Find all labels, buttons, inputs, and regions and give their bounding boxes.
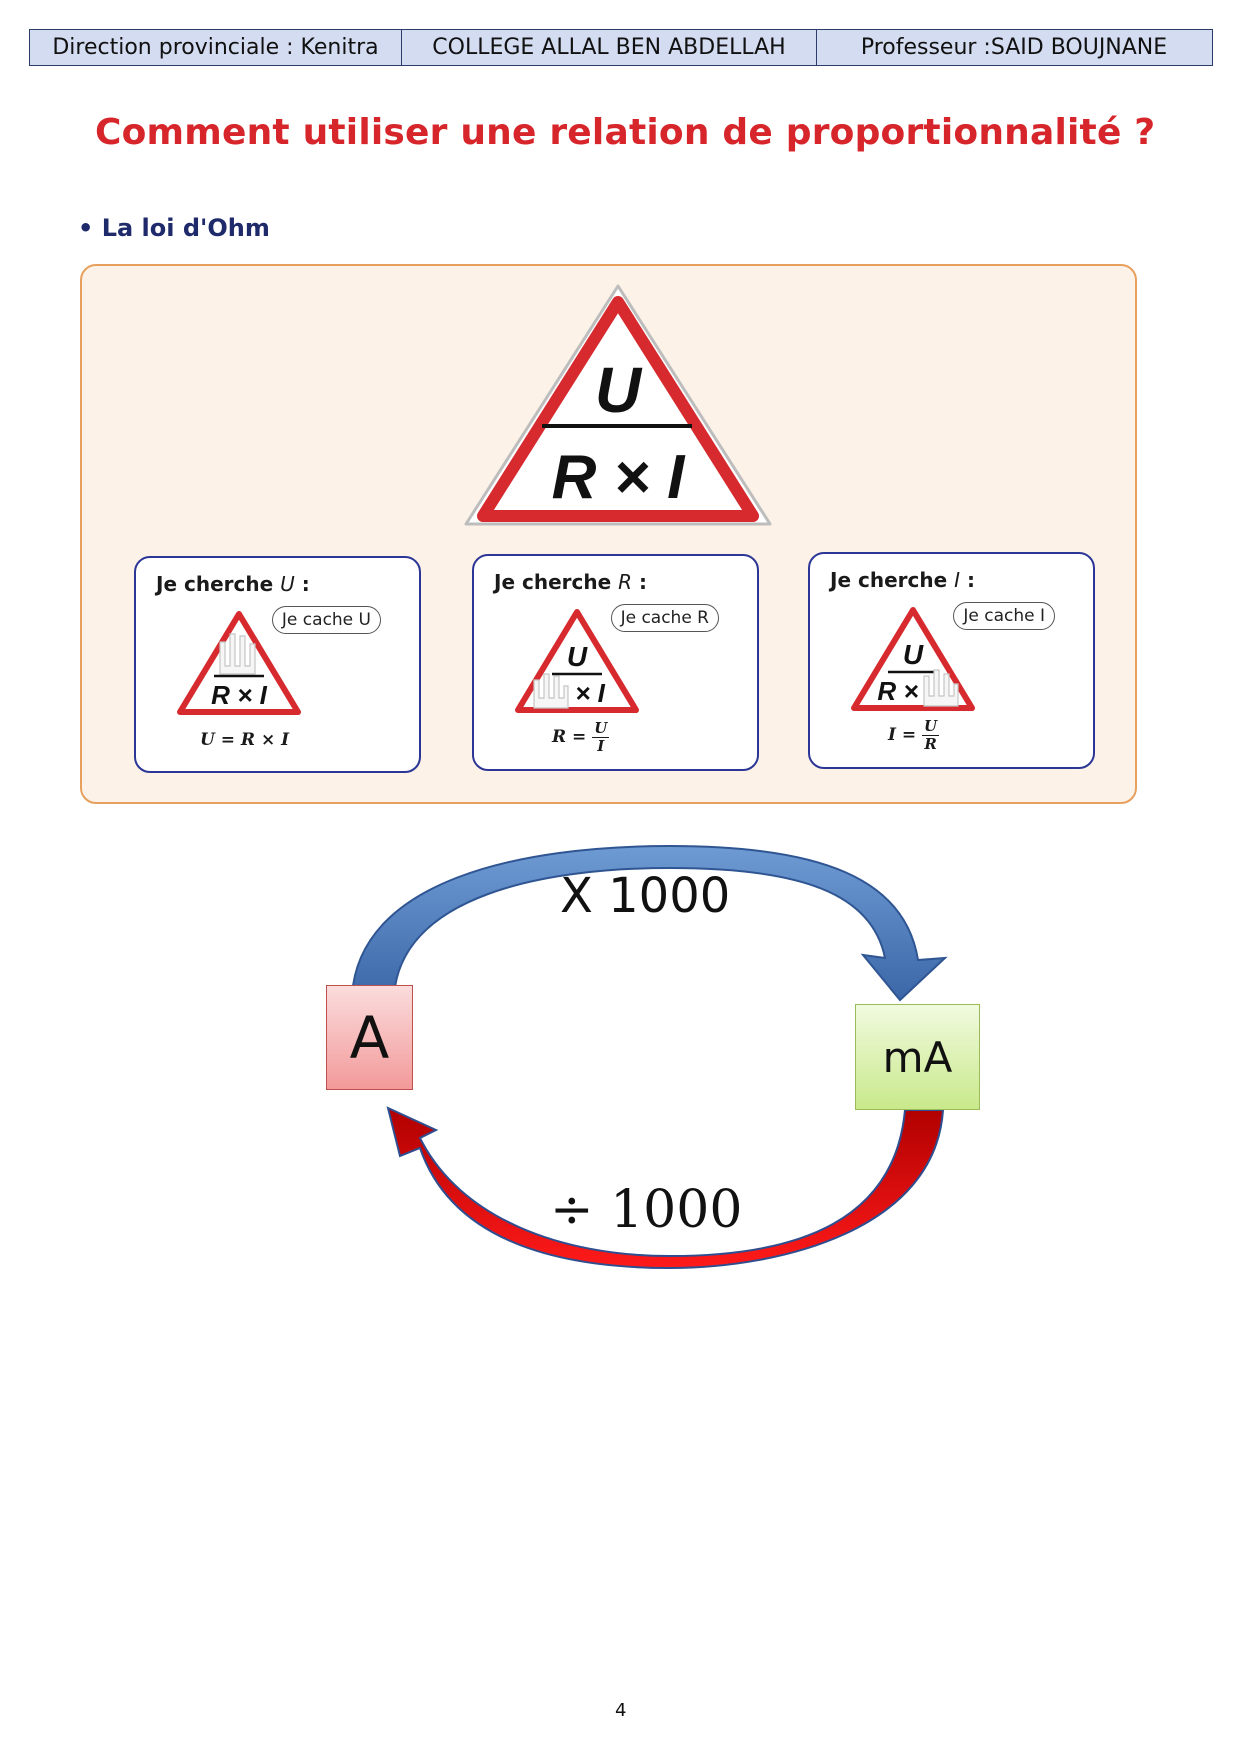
page-title: Comment utiliser une relation de proport…: [95, 112, 1156, 153]
big-ohm-triangle: U R × I: [464, 284, 772, 526]
divide-label: ÷ 1000: [550, 1180, 743, 1240]
big-triangle-bottom: R × I: [552, 443, 686, 512]
card-find-u: Je cherche U : Je cache U R × I U = R × …: [134, 556, 421, 773]
card-title: Je cherche R :: [494, 570, 647, 594]
formula: U = R × I: [200, 730, 290, 750]
ohm-law-panel: U R × I Je cherche U : Je cache U R × I …: [80, 264, 1137, 804]
hand-icon: [533, 673, 569, 709]
multiply-label: X 1000: [560, 868, 731, 924]
mini-triangle: R × I: [177, 611, 301, 715]
unit-box-milliampere: mA: [855, 1004, 980, 1110]
speech-bubble: Je cache I: [953, 602, 1055, 630]
section-bullet: • La loi d'Ohm: [78, 214, 270, 242]
header-college: COLLEGE ALLAL BEN ABDELLAH: [402, 30, 817, 65]
mini-triangle: U × I: [515, 609, 639, 713]
big-triangle-top: U: [595, 354, 643, 426]
divide-arrow: [386, 1106, 945, 1270]
multiply-arrow: [350, 844, 948, 1002]
unit-box-ampere: A: [326, 985, 413, 1090]
svg-text:R × I: R × I: [211, 680, 267, 710]
svg-text:× I: × I: [575, 678, 605, 708]
card-title: Je cherche I :: [830, 568, 975, 592]
speech-bubble: Je cache U: [271, 606, 381, 634]
hand-icon: [219, 633, 256, 675]
hand-icon: [923, 669, 959, 707]
svg-text:U: U: [903, 639, 924, 670]
card-title: Je cherche U :: [156, 572, 310, 596]
header-direction: Direction provinciale : Kenitra: [30, 30, 402, 65]
svg-text:R ×: R ×: [877, 676, 918, 706]
speech-bubble: Je cache R: [610, 604, 719, 632]
header-professor: Professeur :SAID BOUJNANE: [860, 35, 1168, 60]
mini-triangle: U R ×: [851, 607, 975, 711]
svg-text:U: U: [567, 641, 588, 672]
page-header: Direction provinciale : Kenitra COLLEGE …: [29, 29, 1213, 66]
page-number: 4: [615, 1700, 627, 1721]
